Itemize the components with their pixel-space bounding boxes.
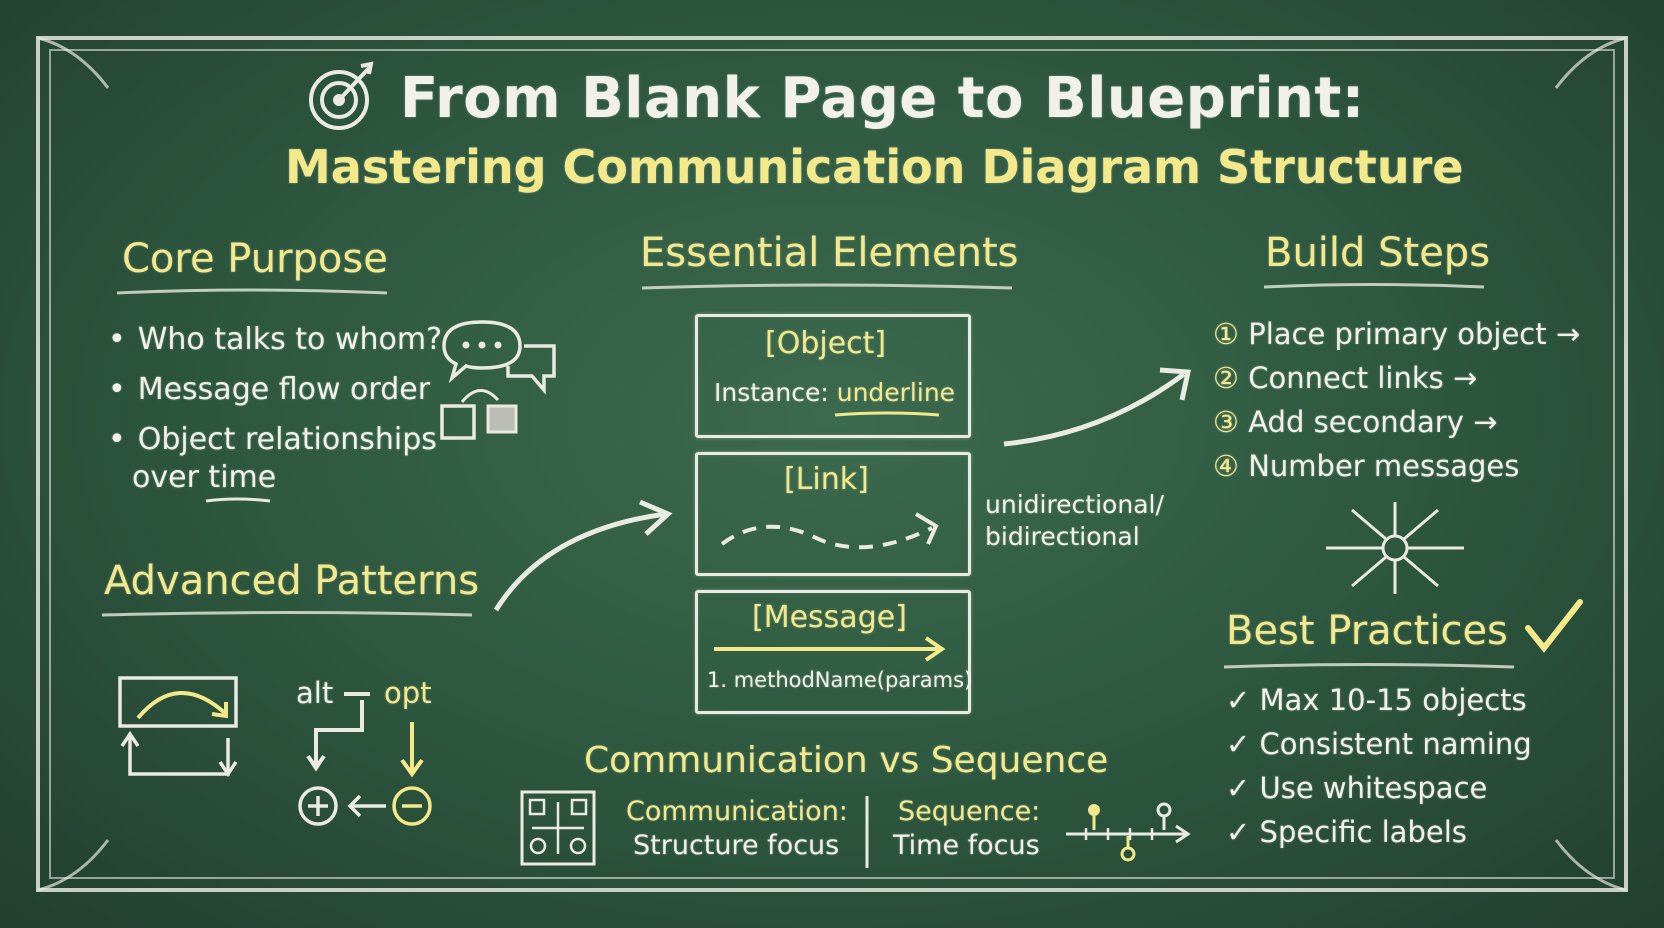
core-purpose-heading: Core Purpose — [122, 236, 388, 282]
heading-underline — [641, 283, 1013, 290]
build-steps-list: ① Place primary object → ② Connect links… — [1213, 312, 1580, 488]
communication-label: Communication: — [626, 796, 848, 827]
build-step-number: ④ — [1213, 449, 1239, 483]
message-arrow — [714, 636, 946, 662]
page-title: From Blank Page to Blueprint: — [400, 66, 1365, 131]
build-step-text: Add secondary → — [1248, 405, 1498, 439]
underline-sample — [834, 411, 940, 417]
check-icon — [1525, 599, 1583, 653]
build-step: ② Connect links → — [1213, 356, 1580, 400]
check-mark-icon: ✓ — [1226, 683, 1251, 717]
page-subtitle: Mastering Communication Diagram Structur… — [285, 140, 1464, 194]
link-box — [695, 452, 971, 576]
heading-underline — [116, 288, 388, 295]
target-icon — [309, 61, 374, 130]
sequence-label: Sequence: — [898, 796, 1041, 827]
build-step-text: Place primary object → — [1248, 317, 1581, 351]
object-instance-line: Instance: underline — [714, 378, 955, 407]
curved-arrow-to-build-steps — [1003, 367, 1192, 447]
build-step: ③ Add secondary → — [1213, 400, 1580, 444]
best-practice-item: ✓ Max 10-15 objects — [1226, 678, 1532, 722]
essential-elements-heading: Essential Elements — [640, 230, 1019, 276]
check-mark-icon: ✓ — [1226, 727, 1251, 761]
build-step-number: ③ — [1213, 405, 1239, 439]
communication-diagram-icon — [520, 790, 596, 866]
object-box — [695, 314, 971, 438]
build-steps-heading: Build Steps — [1265, 230, 1491, 276]
best-practice-text: Specific labels — [1259, 815, 1467, 849]
best-practice-item: ✓ Consistent naming — [1226, 722, 1532, 766]
dashed-link-arrow — [720, 512, 939, 550]
loop-icon — [118, 676, 238, 778]
link-label: [Link] — [784, 462, 869, 497]
best-practices-list: ✓ Max 10-15 objects ✓ Consistent naming … — [1226, 678, 1532, 854]
link-note-line2: bidirectional — [985, 522, 1140, 551]
build-step: ① Place primary object → — [1213, 312, 1580, 356]
build-step-number: ① — [1213, 317, 1239, 351]
core-purpose-item: Message flow order — [108, 372, 430, 407]
best-practice-text: Consistent naming — [1259, 727, 1532, 761]
message-label: [Message] — [752, 600, 907, 635]
best-practice-text: Use whitespace — [1259, 771, 1488, 805]
alt-opt-flow — [298, 692, 432, 826]
timeline-icon — [1066, 802, 1191, 862]
message-box — [695, 590, 971, 714]
heading-underline — [1263, 283, 1485, 289]
sequence-desc: Time focus — [893, 830, 1040, 861]
advanced-patterns-heading: Advanced Patterns — [104, 558, 480, 604]
build-step-text: Connect links → — [1248, 361, 1478, 395]
best-practice-item: ✓ Use whitespace — [1226, 766, 1532, 810]
communication-desc: Structure focus — [633, 830, 840, 861]
build-step: ④ Number messages — [1213, 444, 1580, 488]
time-underline — [205, 497, 271, 503]
heading-underline — [1223, 663, 1515, 669]
best-practice-item: ✓ Specific labels — [1226, 810, 1532, 854]
message-example: 1. methodName(params) — [707, 668, 973, 692]
object-instance-style: underline — [836, 378, 956, 407]
core-purpose-item: Who talks to whom? — [108, 322, 442, 357]
check-mark-icon: ✓ — [1226, 771, 1251, 805]
core-purpose-item: Object relationships — [108, 422, 437, 457]
best-practice-text: Max 10-15 objects — [1259, 683, 1527, 717]
core-purpose-item-continuation: over time — [132, 460, 277, 495]
opt-label: opt — [384, 676, 432, 710]
comparison-heading: Communication vs Sequence — [584, 740, 1109, 781]
curved-arrow-to-link — [493, 499, 673, 612]
check-mark-icon: ✓ — [1226, 815, 1251, 849]
heading-underline — [101, 611, 473, 617]
build-step-text: Number messages — [1248, 449, 1520, 483]
hub-spoke-icon — [1326, 502, 1464, 594]
best-practices-heading: Best Practices — [1226, 608, 1508, 654]
link-note-line1: unidirectional/ — [985, 490, 1164, 519]
alt-label: alt — [296, 676, 334, 710]
object-label: [Object] — [765, 326, 887, 361]
chat-bubbles-icon — [440, 320, 556, 440]
comparison-divider — [865, 796, 869, 868]
build-step-number: ② — [1213, 361, 1239, 395]
object-instance-prefix: Instance: — [714, 378, 829, 407]
